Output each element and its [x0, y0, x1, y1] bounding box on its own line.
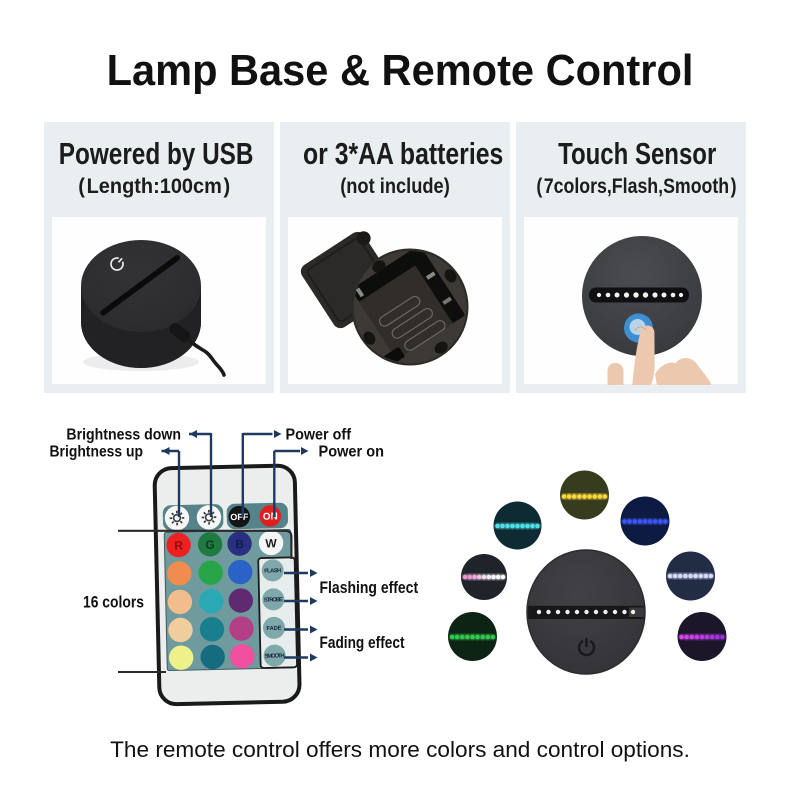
- svg-text:FADE: FADE: [266, 626, 281, 632]
- svg-text:B: B: [235, 537, 244, 551]
- svg-text:SMOOTH: SMOOTH: [265, 653, 285, 659]
- svg-text:16 colors: 16 colors: [83, 593, 144, 612]
- svg-text:Fading effect: Fading effect: [320, 634, 405, 652]
- svg-text:Brightness down: Brightness down: [66, 427, 181, 444]
- svg-text:Brightness up: Brightness up: [50, 444, 144, 461]
- svg-text:STROBE: STROBE: [264, 597, 283, 603]
- svg-text:OFF: OFF: [230, 512, 249, 522]
- svg-text:Flashing effect: Flashing effect: [320, 579, 419, 597]
- svg-text:Power off: Power off: [286, 427, 352, 444]
- svg-text:ON: ON: [263, 511, 278, 522]
- svg-text:G: G: [205, 538, 215, 552]
- svg-text:W: W: [265, 536, 277, 550]
- svg-text:Power on: Power on: [319, 444, 385, 461]
- svg-text:FLASH: FLASH: [264, 568, 281, 574]
- svg-text:R: R: [174, 538, 183, 552]
